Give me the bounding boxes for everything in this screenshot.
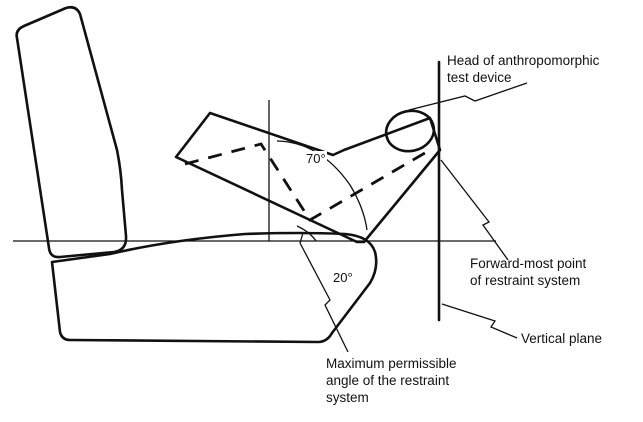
seat-cushion bbox=[50, 231, 378, 344]
label-head-line1: Head of anthropomorphic bbox=[447, 53, 600, 68]
angle-arc-20 bbox=[296, 225, 317, 242]
label-vertical-plane: Vertical plane bbox=[521, 331, 603, 346]
seat-back bbox=[15, 5, 128, 259]
label-max-angle-line1: Maximum permissible bbox=[326, 356, 457, 371]
leader-max-angle bbox=[299, 242, 349, 353]
angle-label-70: 70° bbox=[305, 151, 327, 166]
head-of-test-device bbox=[384, 109, 436, 153]
leader-vertical-plane bbox=[441, 303, 518, 339]
label-head-line2: test device bbox=[447, 70, 512, 85]
leader-forward-most bbox=[440, 159, 509, 261]
angle-arc-70 bbox=[276, 140, 368, 231]
label-forward-line2: of restraint system bbox=[470, 273, 581, 288]
restraint-system bbox=[174, 111, 442, 244]
label-forward-line1: Forward-most point bbox=[470, 256, 587, 271]
label-max-angle-line3: system bbox=[326, 390, 369, 405]
leader-max-angle-tip bbox=[299, 232, 304, 244]
restraint-dashed-outline bbox=[184, 142, 431, 222]
label-max-angle-line2: angle of the restraint bbox=[326, 373, 450, 388]
leader-head bbox=[408, 82, 528, 111]
angle-label-20: 20° bbox=[332, 270, 354, 285]
